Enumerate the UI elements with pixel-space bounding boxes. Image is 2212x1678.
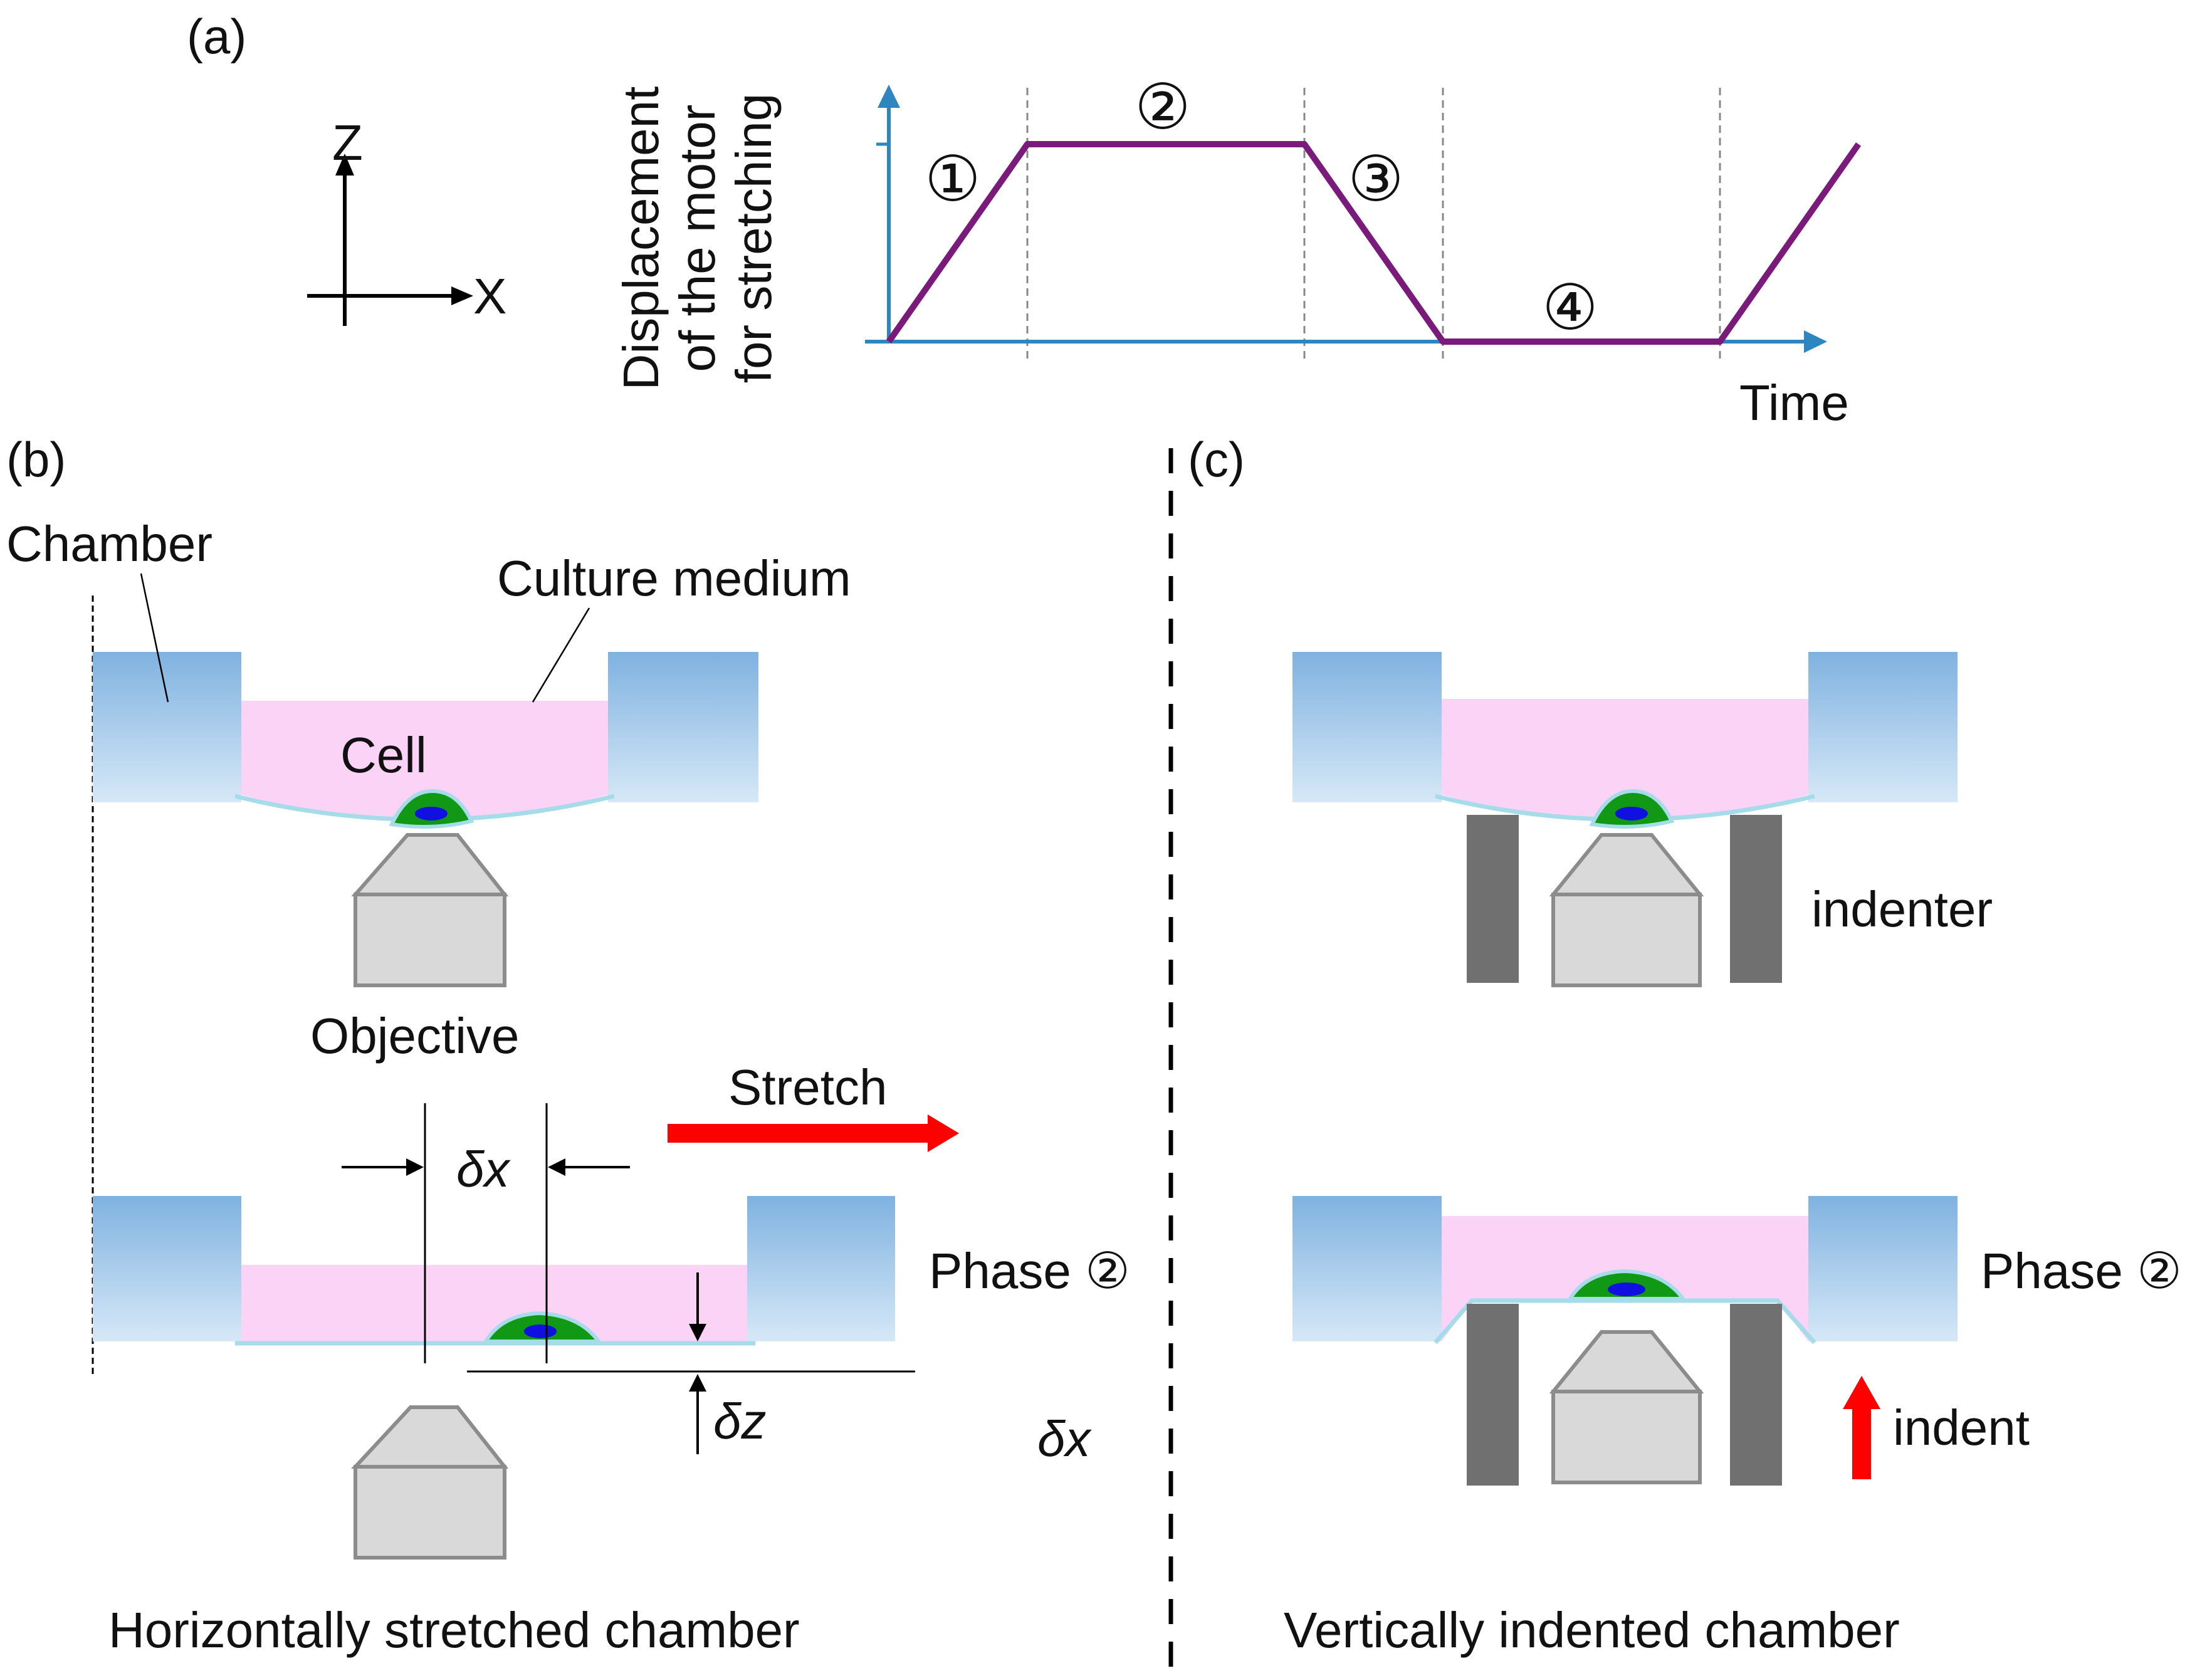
panel-label-b: (b) bbox=[6, 432, 66, 487]
xz-axes-icon: Z X bbox=[307, 115, 506, 326]
caption-b: Horizontally stretched chamber bbox=[108, 1602, 800, 1658]
chamber-c-top bbox=[1292, 652, 1958, 987]
y-axis-arrow-icon bbox=[878, 85, 900, 108]
caption-c: Vertically indented chamber bbox=[1284, 1602, 1900, 1658]
dz-label: δz bbox=[713, 1393, 766, 1449]
cell-label: Cell bbox=[340, 727, 427, 783]
objective-body-icon bbox=[354, 893, 506, 987]
stretch-arrow-icon bbox=[668, 1114, 959, 1152]
objective-top-icon bbox=[351, 1405, 509, 1469]
objective-body-icon bbox=[1551, 893, 1702, 987]
panel-label-c: (c) bbox=[1188, 432, 1245, 487]
chamber-wall-right bbox=[1808, 1196, 1958, 1341]
chamber-wall-right bbox=[1808, 652, 1958, 802]
chamber-b-top bbox=[93, 652, 758, 987]
objective-body-icon bbox=[1551, 1390, 1702, 1484]
x-axis-arrow-icon bbox=[1804, 330, 1827, 353]
chamber-wall-right bbox=[608, 652, 758, 802]
culture-medium bbox=[241, 701, 608, 819]
indent-label: indent bbox=[1893, 1400, 2030, 1455]
chamber-wall-left bbox=[93, 652, 241, 802]
nucleus-icon bbox=[1615, 807, 1648, 821]
indenter-right bbox=[1730, 1304, 1782, 1486]
series-line bbox=[886, 141, 1862, 345]
culture-medium bbox=[1442, 699, 1808, 819]
chamber-wall-left bbox=[1292, 652, 1442, 802]
nucleus-icon bbox=[524, 1324, 557, 1338]
chamber-c-bottom bbox=[1292, 1196, 1958, 1486]
chamber-wall-left bbox=[93, 1196, 241, 1341]
chamber-label: Chamber bbox=[6, 516, 212, 572]
phase-marker-4: ④ bbox=[1542, 271, 1598, 344]
ylabel-line-1: Displacement bbox=[613, 87, 669, 391]
z-axis-label: Z bbox=[332, 115, 363, 170]
culture-medium-label: Culture medium bbox=[497, 550, 851, 606]
chamber-wall-right bbox=[747, 1196, 895, 1341]
objective-top-icon bbox=[1549, 1330, 1704, 1393]
indenter-left bbox=[1467, 815, 1519, 983]
chamber-b-bottom bbox=[93, 1196, 895, 1560]
indent-arrow-icon bbox=[1843, 1376, 1880, 1479]
dx-side-label: δx bbox=[1037, 1411, 1092, 1467]
indenter-left bbox=[1467, 1304, 1519, 1486]
ylabel-line-3: for stretching bbox=[726, 93, 782, 383]
indenter-label: indenter bbox=[1811, 881, 1993, 937]
medium-leader bbox=[532, 607, 590, 703]
chamber-leader bbox=[140, 573, 169, 703]
phase-marker-1: ① bbox=[925, 142, 981, 216]
phase-label-b: Phase ② bbox=[929, 1243, 1130, 1299]
displacement-chart: Displacement of the motor for stretching… bbox=[613, 70, 1862, 431]
ylabel-line-2: of the motor bbox=[669, 105, 725, 372]
phase-dividers bbox=[1026, 88, 1721, 364]
nucleus-icon bbox=[1608, 1282, 1645, 1296]
chart-ylabel: Displacement of the motor for stretching bbox=[613, 87, 782, 391]
x-axis-label: X bbox=[473, 268, 506, 324]
phase-marker-2: ② bbox=[1135, 70, 1191, 144]
stretch-label: Stretch bbox=[728, 1059, 887, 1115]
objective-top-icon bbox=[1549, 833, 1704, 896]
objective-body-icon bbox=[354, 1465, 506, 1560]
dx-dimension bbox=[342, 1103, 630, 1363]
phase-label-c: Phase ② bbox=[1981, 1243, 2182, 1299]
dz-dimension bbox=[467, 1272, 915, 1454]
objective-label: Objective bbox=[310, 1008, 519, 1064]
chamber-wall-left bbox=[1292, 1196, 1442, 1341]
phase-marker-3: ③ bbox=[1348, 142, 1404, 216]
dx-label: δx bbox=[456, 1141, 511, 1197]
panel-label-a: (a) bbox=[187, 9, 246, 64]
indenter-right bbox=[1730, 815, 1782, 983]
chart-xlabel: Time bbox=[1739, 375, 1849, 431]
nucleus-icon bbox=[415, 807, 448, 821]
objective-top-icon bbox=[351, 833, 509, 896]
